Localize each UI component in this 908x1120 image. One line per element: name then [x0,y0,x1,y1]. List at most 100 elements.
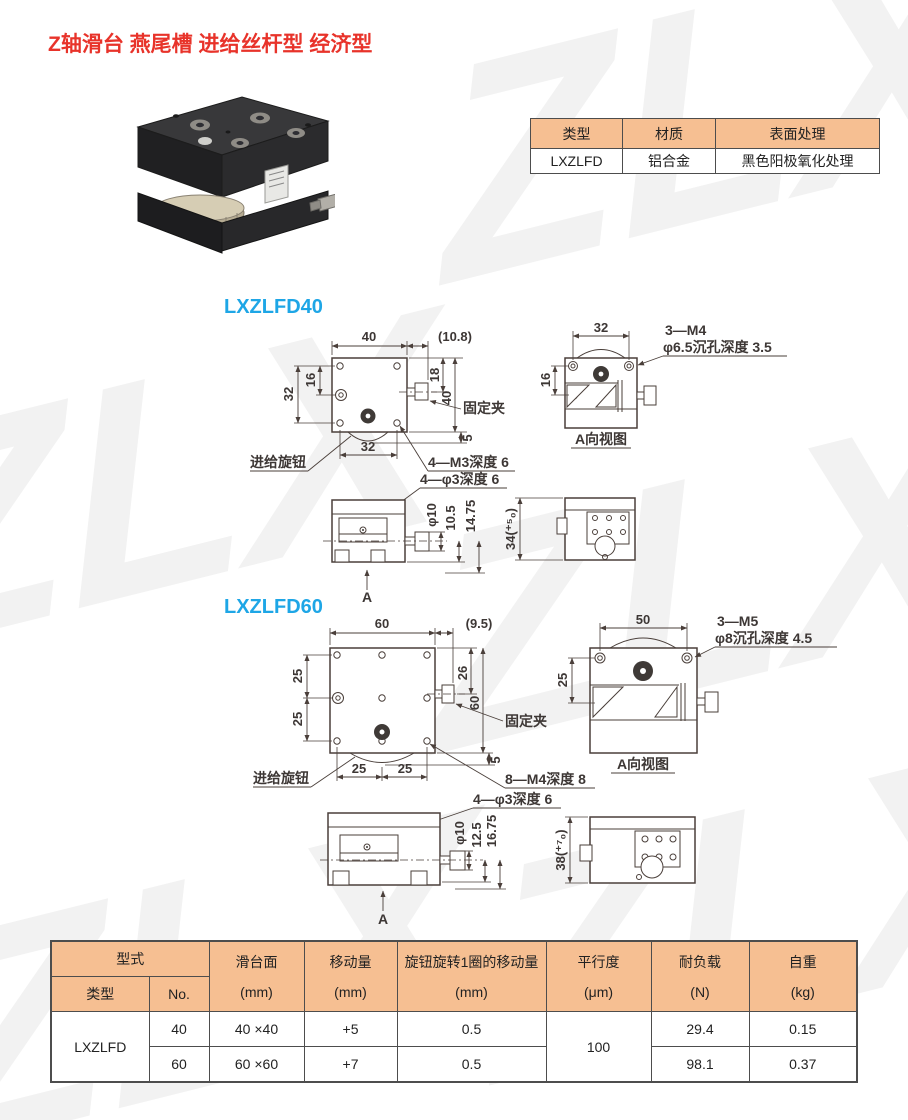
bottom-view-40: φ10 10.5 14.75 A [323,499,485,602]
caption-a-view-60: A向视图 [617,756,669,772]
callout-m3-40: 4—M3深度 6 [428,454,509,470]
dim-12-5: 12.5 [469,822,484,847]
dim-50-aview: 50 [636,615,650,627]
section-heading-lxzlfd40: LXZLFD40 [224,296,323,318]
header-load: 耐负载 (N) [650,940,750,1012]
photo-stage [136,96,335,254]
cell-load-60: 98.1 [650,1046,750,1083]
header-travel-unit: (mm) [334,983,367,1000]
section-heading-lxzlfd60: LXZLFD60 [224,596,323,618]
side-view-60: 38(⁺⁷₀) [553,816,696,884]
label-feed-knob-40: 进给旋钮 [250,454,306,470]
spec-material-value: 铝合金 [622,148,716,174]
header-per-turn-label: 旋钮旋转1圈的移动量 [404,953,539,970]
cell-per-turn-60: 0.5 [396,1046,547,1083]
dim-phi10-40: φ10 [424,503,439,527]
product-photo [136,96,335,254]
header-surface: 滑台面 (mm) [208,940,305,1012]
dim-32-aview: 32 [594,322,608,335]
label-clamp-40: 固定夹 [463,400,505,416]
cell-surface-40: 40 ×40 [208,1011,305,1047]
spec-data-row: LXZLFD 铝合金 黑色阳极氧化处理 [530,148,880,174]
cell-travel-60: +7 [303,1046,398,1083]
cell-per-turn-40: 0.5 [396,1011,547,1047]
front-view-60: 60 (9.5) 26 60 5 25 25 [253,616,595,844]
dim-34-tol: 34(⁺⁵₀) [503,508,518,550]
header-weight-unit: (kg) [790,983,815,1000]
spec-finish-value: 黑色阳极氧化处理 [715,148,880,174]
dim-25-bottom-right: 25 [398,761,412,776]
header-row-2: 类型 No. [50,976,857,1012]
dim-60-right: 60 [467,696,482,710]
spec-header-row: 类型 材质 表面处理 [530,118,880,149]
header-surface-label: 滑台面 [235,953,278,970]
spec-header-type: 类型 [530,118,623,149]
dim-40-right: 40 [439,391,454,405]
dim-25-left-upper: 25 [290,669,305,683]
callout-cbore-60: φ8沉孔深度 4.5 [715,630,812,646]
dim-10-5: 10.5 [443,505,458,530]
header-load-label: 耐负载 [679,953,721,970]
dim-25-bottom-left: 25 [352,761,366,776]
callout-phi3-60: 4—φ3深度 6 [473,791,552,807]
cell-parallelism: 100 [545,1011,652,1083]
dim-40-top: 40 [362,329,376,344]
cell-weight-60: 0.37 [748,1046,858,1083]
dim-phi10-60: φ10 [452,821,467,845]
header-travel-label: 移动量 [329,953,372,970]
dim-16-75: 16.75 [484,815,499,848]
a-view-60: 50 25 3—M5 φ8沉孔深度 4.5 A向视图 [555,615,837,774]
header-travel: 移动量 (mm) [303,940,398,1012]
dim-9-5: (9.5) [466,616,493,631]
dim-32-left: 32 [281,387,296,401]
a-view-40: 32 16 3—M4 φ6.5沉孔深度 3.5 A向视图 [538,322,787,449]
dim-38-tol: 38(⁺⁷₀) [553,829,568,870]
header-weight-label: 自重 [788,953,817,970]
cell-surface-60: 60 ×60 [208,1046,305,1083]
dim-26: 26 [455,666,470,680]
spec-type-value: LXZLFD [530,148,623,174]
header-parallelism-label: 平行度 [577,953,620,970]
header-load-unit: (N) [690,983,710,1000]
header-row-1: 型式 滑台面 (mm) 移动量 (mm) 旋钮旋转1圈的移动量 (mm) 平行度… [50,940,858,1012]
spec-header-finish: 表面处理 [715,118,880,149]
label-arrow-a-40: A [362,589,372,602]
cell-travel-40: +5 [303,1011,398,1047]
bottom-view-60: φ10 12.5 16.75 A [320,812,506,927]
spec-table: 类型 材质 表面处理 LXZLFD 铝合金 黑色阳极氧化处理 [530,118,880,174]
header-no: No. [148,976,210,1012]
label-clamp-60: 固定夹 [505,713,547,729]
caption-a-view-40: A向视图 [575,431,627,447]
dim-14-75: 14.75 [463,500,478,533]
dim-16-aview: 16 [538,373,553,387]
callout-3m4: 3—M4 [665,322,706,338]
label-arrow-a-60: A [378,911,388,927]
callout-phi3-40: 4—φ3深度 6 [420,471,499,487]
side-view-40: 34(⁺⁵₀) [503,497,636,561]
spec-header-material: 材质 [622,118,716,149]
header-weight: 自重 (kg) [748,940,858,1012]
cell-load-40: 29.4 [650,1011,750,1047]
dim-10-8: (10.8) [438,329,472,344]
header-type: 类型 [50,976,150,1012]
dim-5: 5 [460,434,475,441]
header-per-turn: 旋钮旋转1圈的移动量 (mm) [396,940,547,1012]
callout-m4-60: 8—M4深度 8 [505,771,586,787]
page-title: Z轴滑台 燕尾槽 进给丝杆型 经济型 [48,33,373,56]
dim-5-60: 5 [488,756,503,763]
dim-16-left: 16 [303,373,318,387]
label-feed-knob-60: 进给旋钮 [253,770,309,786]
data-row-40: LXZLFD 40 40 ×40 +5 0.5 100 29.4 0.15 [50,1011,858,1083]
main-data-table: 型式 滑台面 (mm) 移动量 (mm) 旋钮旋转1圈的移动量 (mm) 平行度… [50,940,858,1083]
cell-type: LXZLFD [50,1011,150,1083]
cell-no-60: 60 [148,1046,210,1083]
dim-60-top: 60 [375,616,389,631]
callout-3m5: 3—M5 [717,615,758,629]
header-per-turn-unit: (mm) [455,983,488,1000]
header-model: 型式 [50,940,210,977]
drawing-lxzlfd60: 60 (9.5) 26 60 5 25 25 [253,615,837,927]
header-parallelism-unit: (μm) [583,983,614,1000]
drawing-lxzlfd40: 40 (10.8) 18 40 5 32 16 32 [250,322,787,602]
header-parallelism: 平行度 (μm) [545,940,652,1012]
